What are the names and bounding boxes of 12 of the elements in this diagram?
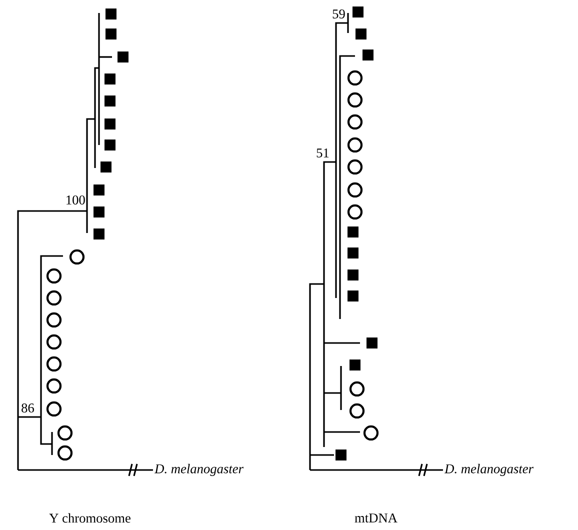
bootstrap-value: 51 — [316, 148, 329, 158]
bootstrap-value: 86 — [22, 404, 34, 412]
outgroup-branch — [309, 463, 444, 477]
bootstrap-value: 100 — [66, 196, 85, 204]
outgroup-branch — [17, 463, 154, 477]
phylogenetic-tree-drawing — [309, 6, 379, 470]
species-label: D. melanogaster — [154, 464, 244, 476]
species-label: D. melanogaster — [444, 464, 534, 476]
bootstrap-value: 59 — [332, 10, 345, 18]
panel-caption: Y chromosome — [49, 513, 130, 523]
phylogenetic-tree-drawing — [17, 8, 128, 470]
panel-caption: mtDNA — [354, 514, 398, 522]
